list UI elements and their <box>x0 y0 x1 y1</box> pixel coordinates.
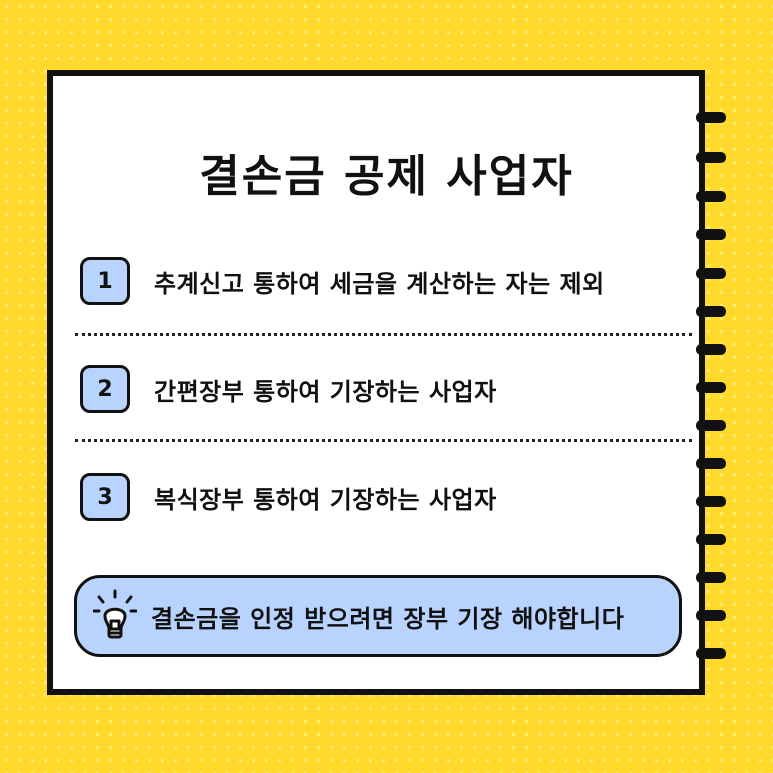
lightbulb-icon <box>93 589 137 639</box>
tip-box: 결손금을 인정 받으려면 장부 기장 해야합니다 <box>74 575 682 657</box>
list-item: 1 추계신고 통하여 세금을 계산하는 자는 제외 <box>80 257 605 305</box>
list-item: 3 복식장부 통하여 기장하는 사업자 <box>80 473 497 521</box>
page-title: 결손금 공제 사업자 <box>199 151 574 202</box>
number-badge: 2 <box>80 365 130 413</box>
number-badge: 3 <box>80 473 130 521</box>
list-item-text: 추계신고 통하여 세금을 계산하는 자는 제외 <box>154 269 605 298</box>
list-item-text: 간편장부 통하여 기장하는 사업자 <box>154 377 497 406</box>
tip-text: 결손금을 인정 받으려면 장부 기장 해야합니다 <box>151 604 625 633</box>
list-item-text: 복식장부 통하여 기장하는 사업자 <box>154 485 497 514</box>
list-item: 2 간편장부 통하여 기장하는 사업자 <box>80 365 497 413</box>
dotted-divider <box>75 333 692 336</box>
number-badge: 1 <box>80 257 130 305</box>
dotted-divider <box>75 439 692 442</box>
